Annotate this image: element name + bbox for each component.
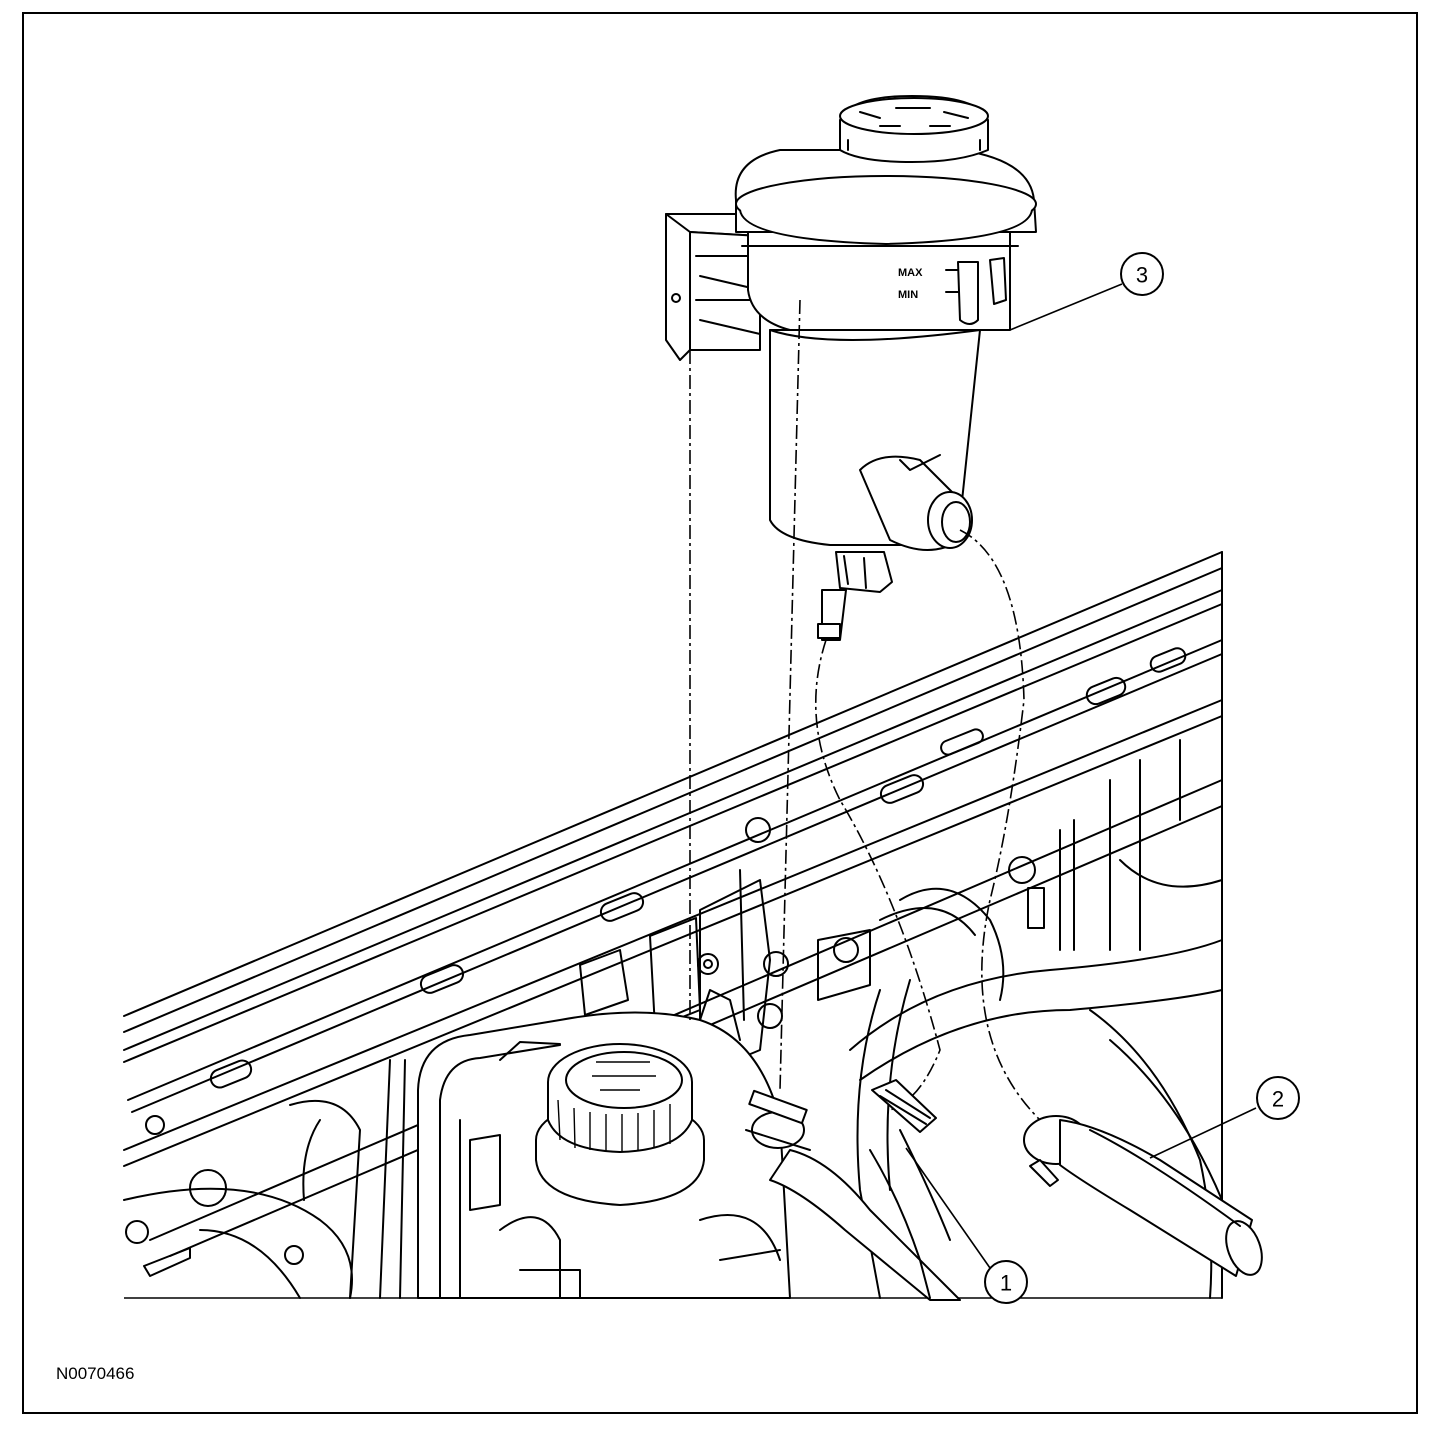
callout-2-number: 2 (1272, 1087, 1284, 1112)
callout-1-number: 1 (1000, 1271, 1012, 1296)
figure-id-label: N0070466 (56, 1364, 135, 1383)
return-hose-assembly (1023, 1115, 1263, 1277)
power-steering-reservoir: MAX MIN (665, 95, 1037, 641)
alignment-lines (689, 299, 1041, 1121)
callout-2: 2 (1149, 1076, 1300, 1159)
max-level-mark: MAX (898, 267, 923, 279)
min-level-mark: MIN (898, 289, 918, 301)
coolant-degas-bottle (379, 989, 791, 1299)
callout-1: 1 (905, 1147, 1028, 1304)
supply-hose-assembly (745, 1079, 961, 1301)
callout-3-number: 3 (1136, 263, 1148, 288)
diagram-frame (22, 12, 1418, 1414)
callout-3: 3 (1009, 252, 1164, 331)
radiator-support-structure (123, 551, 1223, 1299)
